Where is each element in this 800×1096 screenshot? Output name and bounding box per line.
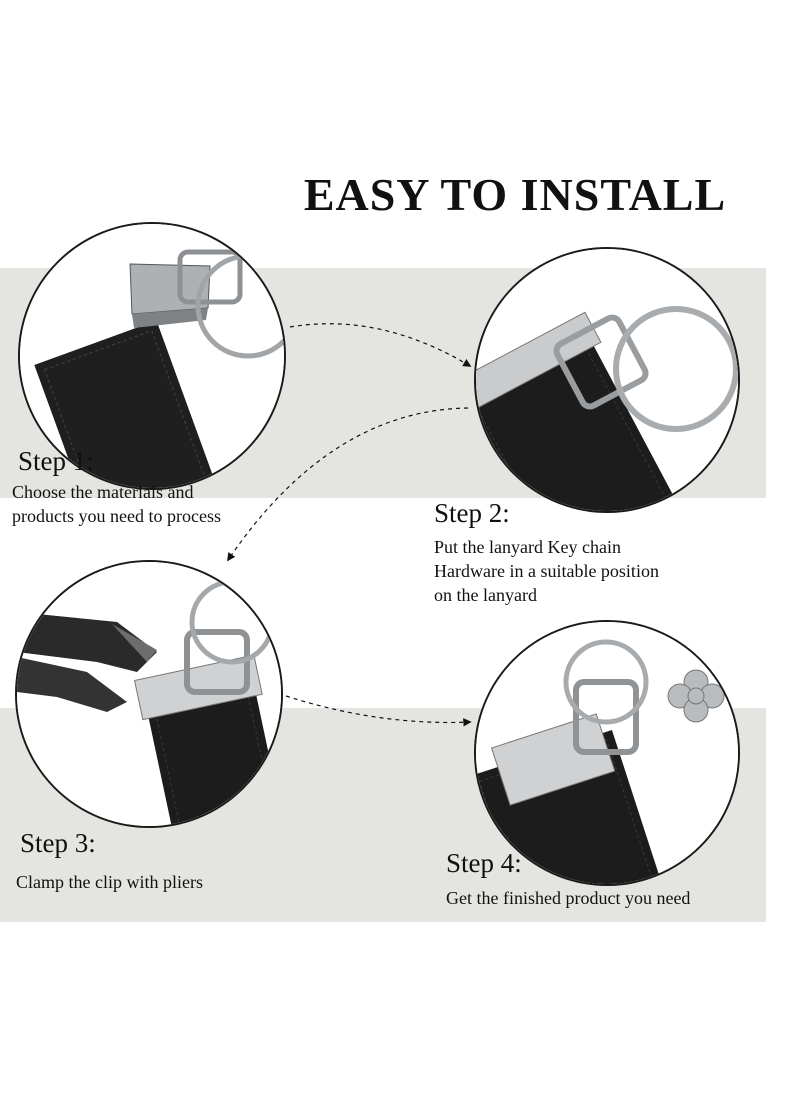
step-1-label: Step 1: <box>18 446 94 476</box>
step-3-label: Step 3: <box>20 828 96 858</box>
step-2-line-2: Hardware in a suitable position <box>434 561 659 581</box>
step-1-description: Choose the materials and products you ne… <box>12 480 312 528</box>
step-3-description: Clamp the clip with pliers <box>16 870 316 894</box>
step-4-photo <box>474 620 740 886</box>
page-title: EASY TO INSTALL <box>303 169 727 220</box>
step-4-line-1: Get the finished product you need <box>446 888 691 908</box>
step-2-photo <box>474 247 740 513</box>
finished-keychain-image <box>476 622 738 884</box>
step-2-line-3: on the lanyard <box>434 585 537 605</box>
pliers-clamping-image <box>17 562 281 826</box>
step-1-line-2: products you need to process <box>12 506 221 526</box>
step-2-label: Step 2: <box>434 498 510 528</box>
step-2-description: Put the lanyard Key chain Hardware in a … <box>434 535 764 607</box>
clip-placed-on-strap-image <box>476 249 738 511</box>
step-4-label: Step 4: <box>446 848 522 878</box>
step-4-description: Get the finished product you need <box>446 886 776 910</box>
step-2-line-1: Put the lanyard Key chain <box>434 537 621 557</box>
step-3-line-1: Clamp the clip with pliers <box>16 872 203 892</box>
step-1-line-1: Choose the materials and <box>12 482 194 502</box>
step-3-photo <box>15 560 283 828</box>
